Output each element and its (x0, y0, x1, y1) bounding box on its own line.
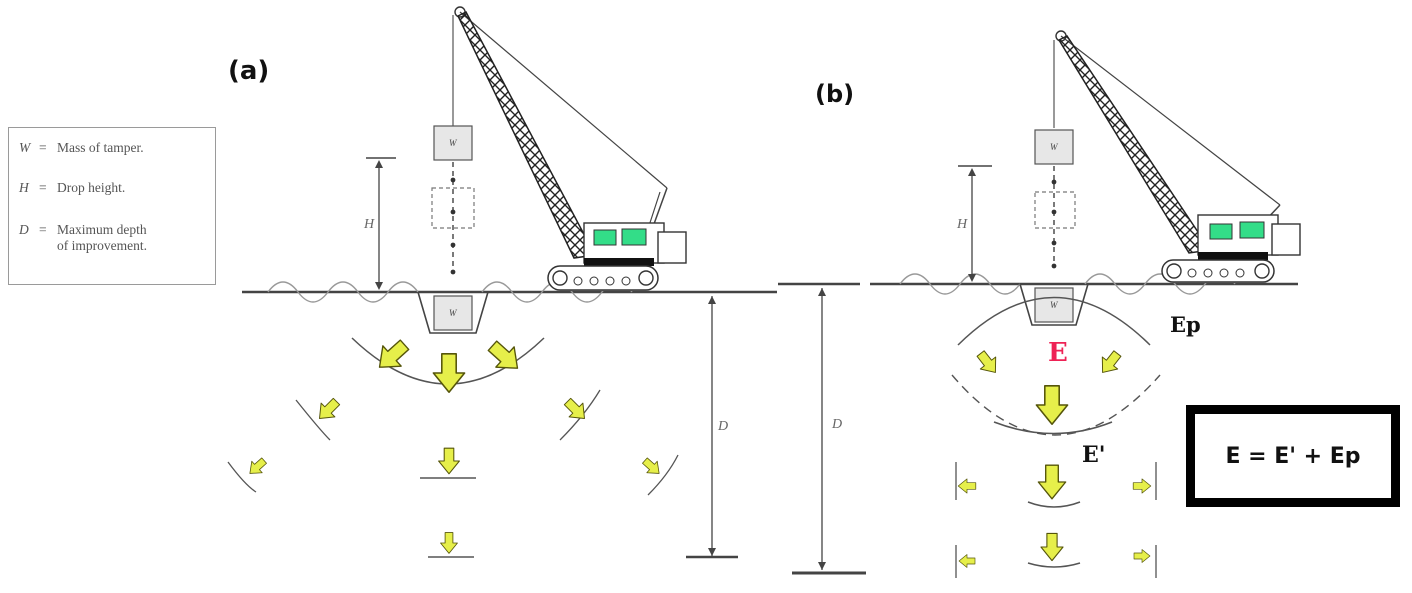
energy-formula: E = E' + Ep (1225, 443, 1361, 469)
legend-eq: = (39, 140, 47, 155)
legend-eq: = (39, 222, 47, 237)
energy-total-label: E (1048, 338, 1068, 368)
formula-box: E = E' + Ep (1186, 405, 1400, 507)
depth-label-b: D (831, 417, 842, 432)
legend-desc: Maximum depth (57, 222, 147, 237)
arrow-a-9 (440, 532, 458, 554)
panel-label-b: (b) (815, 80, 855, 108)
arrow-b-6 (1132, 478, 1152, 494)
panel-b: W H D W (778, 30, 1301, 578)
arrow-a-2 (369, 333, 415, 379)
legend-eq: = (39, 180, 47, 195)
legend-box: W = Mass of tamper. H = Drop height. D = Maxim… (8, 127, 216, 285)
legend-symbol: D (19, 222, 29, 237)
arrow-b-9 (1133, 549, 1151, 563)
arrow-b-7 (1040, 532, 1064, 562)
legend-desc: Drop height. (57, 180, 126, 195)
panel-label-a: (a) (228, 56, 270, 86)
arrow-a-1 (432, 353, 466, 393)
crane-b (1055, 30, 1301, 283)
arrow-b-5 (957, 478, 977, 494)
height-label-b: H (956, 217, 968, 232)
depth-label-a: D (717, 419, 728, 434)
arrow-a-7 (639, 454, 665, 480)
arrow-a-8 (438, 447, 460, 475)
arrow-b-8 (958, 554, 976, 568)
legend-symbol: W (19, 140, 31, 155)
height-label-a: H (363, 217, 375, 232)
energy-transmitted-label: E' (1082, 442, 1106, 468)
tamper-label-top-b: W (1050, 142, 1059, 152)
tamper-label-bottom-b: W (1050, 300, 1059, 310)
legend-desc: Mass of tamper. (57, 140, 144, 155)
energy-plastic-label: Ep (1170, 312, 1201, 337)
arrow-b-1 (972, 347, 1004, 379)
arrow-b-4 (1037, 464, 1067, 500)
legend-row-h: H = Drop height. (19, 180, 125, 196)
arrow-b-2 (1094, 347, 1126, 379)
legend-symbol: H (19, 180, 29, 195)
arrow-a-6 (244, 454, 270, 480)
tamper-label-bottom-a: W (449, 308, 458, 318)
tamper-label-top-a: W (449, 138, 458, 148)
crane-a (454, 6, 687, 291)
arrow-b-3 (1035, 385, 1069, 425)
legend-row-w: W = Mass of tamper. (19, 140, 144, 156)
panel-a: W H D W (227, 6, 777, 559)
arrow-a-4 (312, 394, 344, 426)
arrow-a-3 (482, 334, 528, 380)
legend-desc-line2: of improvement. (57, 238, 147, 253)
